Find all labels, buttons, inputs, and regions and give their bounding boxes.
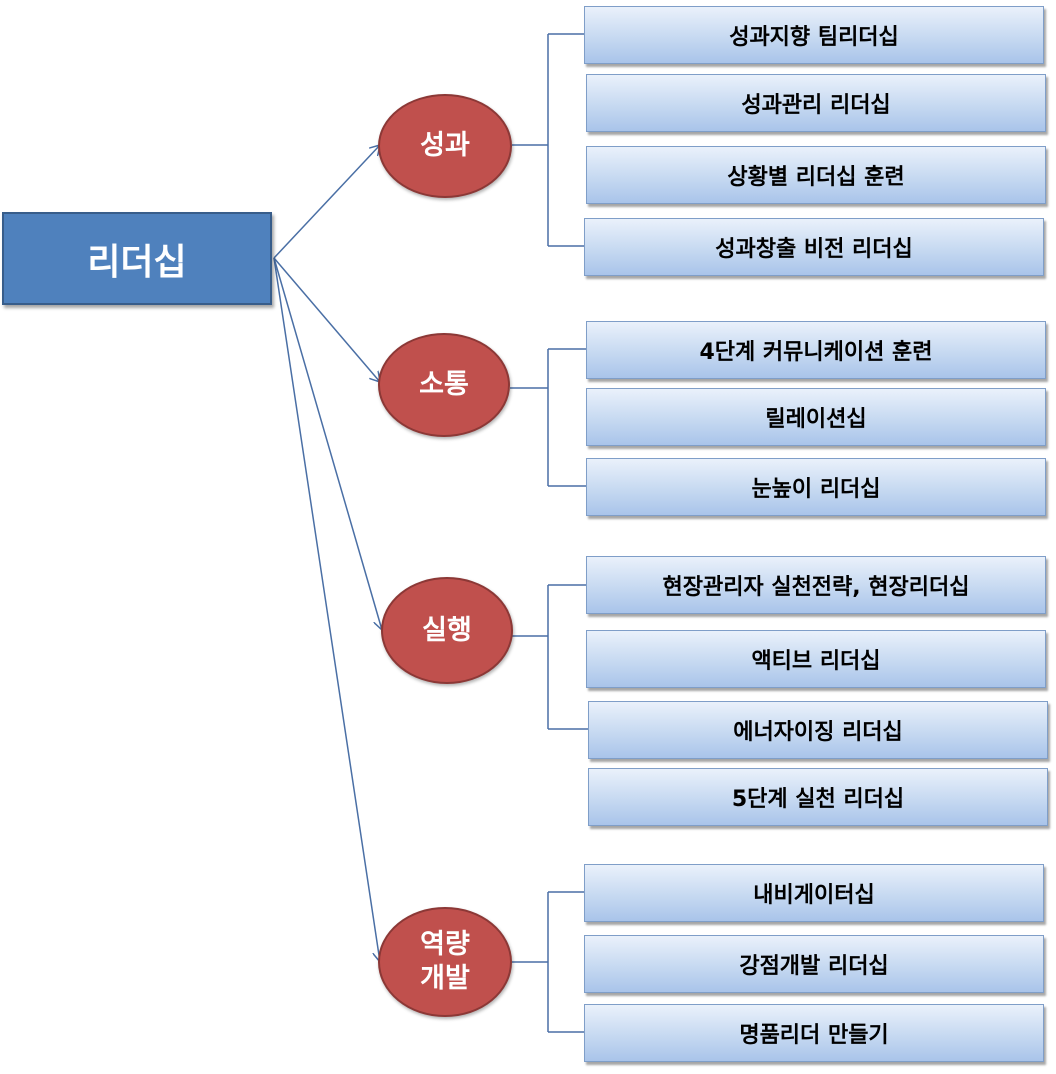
category-label-line-2: 개발 <box>420 963 470 994</box>
bracket-yeokryang <box>512 891 584 1033</box>
item-box: 성과지향 팀리더십 <box>584 6 1044 64</box>
category-node-silhaeng: 실행 <box>381 577 513 684</box>
item-box: 5단계 실천 리더십 <box>588 768 1048 826</box>
item-box: 에너자이징 리더십 <box>588 701 1048 759</box>
bracket-silhaeng <box>512 584 588 730</box>
root-node-leadership: 리더십 <box>2 212 272 305</box>
category-label-line-1: 역량 <box>420 929 470 961</box>
category-label: 실행 <box>422 614 472 646</box>
item-box: 상황별 리더십 훈련 <box>586 146 1046 204</box>
item-box: 명품리더 만들기 <box>584 1004 1044 1062</box>
bracket-sotong <box>510 348 586 487</box>
item-box: 릴레이션십 <box>586 388 1046 446</box>
item-box: 성과창출 비전 리더십 <box>584 218 1044 276</box>
category-node-sotong: 소통 <box>378 333 510 437</box>
item-box: 눈높이 리더십 <box>586 458 1046 516</box>
item-box: 성과관리 리더십 <box>586 74 1046 132</box>
category-label: 소통 <box>419 369 469 401</box>
item-box: 현장관리자 실천전략, 현장리더십 <box>586 556 1046 614</box>
arrow-to-sotong <box>273 257 380 382</box>
category-label: 성과 <box>420 130 470 162</box>
category-node-seonggwa: 성과 <box>378 94 512 198</box>
item-box: 액티브 리더십 <box>586 630 1046 688</box>
item-box: 내비게이터십 <box>584 864 1044 922</box>
item-box: 4단계 커뮤니케이션 훈련 <box>586 321 1046 379</box>
arrow-to-yeokryang <box>273 257 380 962</box>
arrow-to-silhaeng <box>273 257 382 630</box>
arrow-to-seonggwa <box>273 145 380 259</box>
bracket-seonggwa <box>512 33 584 247</box>
category-node-yeokryang-gaebal: 역량 개발 <box>378 907 512 1017</box>
item-box: 강점개발 리더십 <box>584 935 1044 993</box>
